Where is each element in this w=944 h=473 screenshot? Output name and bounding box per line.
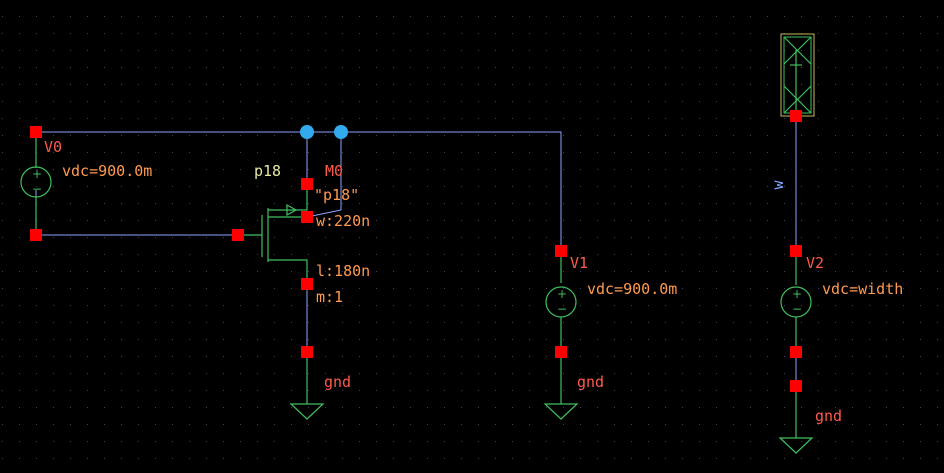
source-v0-plus: + — [32, 167, 42, 181]
source-v0[interactable]: + − — [20, 132, 52, 235]
m0-model-label[interactable]: p18 — [254, 162, 281, 180]
gnd-label-v1[interactable]: gnd — [577, 373, 604, 391]
m0-instance-label[interactable]: M0 — [325, 162, 343, 180]
pin-v1-minus[interactable] — [555, 346, 567, 358]
v1-param-label[interactable]: vdc=900.0m — [587, 280, 677, 298]
grid-dots — [2, 16, 938, 459]
v0-param-label[interactable]: vdc=900.0m — [62, 162, 152, 180]
junction-dot-1[interactable] — [300, 125, 314, 139]
source-v0-minus: − — [32, 182, 42, 196]
pins — [30, 110, 802, 392]
net-label-w[interactable]: w — [769, 180, 787, 190]
m0-length-label[interactable]: l:180n — [316, 262, 370, 280]
pin-v0-minus[interactable] — [30, 229, 42, 241]
pin-m0-gate[interactable] — [232, 229, 244, 241]
pin-gnd-v2[interactable] — [790, 380, 802, 392]
ground-v2[interactable] — [778, 386, 814, 454]
pin-gnd-m0[interactable] — [301, 346, 313, 358]
v2-param-label[interactable]: vdc=width — [822, 280, 903, 298]
ground-m0[interactable] — [289, 352, 325, 420]
ground-v1[interactable] — [543, 352, 579, 420]
v2-instance-label[interactable]: V2 — [806, 254, 824, 272]
pin-m0-bulk[interactable] — [301, 211, 313, 223]
m0-model-quoted-label[interactable]: "p18" — [314, 186, 359, 204]
pin-v0-plus[interactable] — [30, 126, 42, 138]
wire-top-rail[interactable] — [36, 131, 562, 251]
pmos-m0[interactable] — [238, 184, 308, 284]
source-v1-plus: + — [557, 287, 567, 301]
wires — [35, 116, 797, 386]
pin-v2-minus[interactable] — [790, 346, 802, 358]
noconn-terminal[interactable] — [780, 33, 815, 117]
m0-width-label[interactable]: w:220n — [316, 212, 370, 230]
m0-multiplier-label[interactable]: m:1 — [316, 288, 343, 306]
v1-instance-label[interactable]: V1 — [570, 254, 588, 272]
gnd-label-v2[interactable]: gnd — [815, 407, 842, 425]
pin-noconn[interactable] — [790, 110, 802, 122]
source-v2-minus: − — [792, 302, 802, 316]
pin-v2-plus[interactable] — [790, 245, 802, 257]
junction-dot-2[interactable] — [334, 125, 348, 139]
source-v1-minus: − — [557, 302, 567, 316]
pin-m0-drain[interactable] — [301, 278, 313, 290]
pin-v1-plus[interactable] — [555, 245, 567, 257]
pin-m0-source[interactable] — [301, 178, 313, 190]
source-v2-plus: + — [792, 287, 802, 301]
v0-instance-label[interactable]: V0 — [44, 138, 62, 156]
gnd-label-m0[interactable]: gnd — [324, 373, 351, 391]
